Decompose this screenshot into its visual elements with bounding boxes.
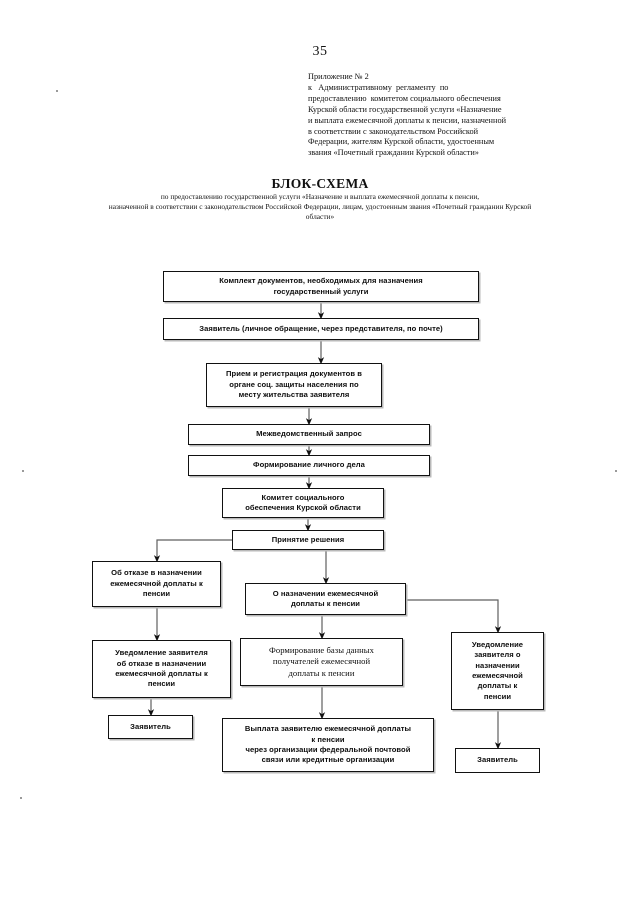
flow-node-refusal[interactable]: Об отказе в назначении ежемесячной допла… xyxy=(92,561,221,607)
flow-node-applicant-right-terminal[interactable]: Заявитель xyxy=(455,748,540,773)
document-title: БЛОК-СХЕМА xyxy=(271,176,369,191)
scan-speck xyxy=(20,797,22,799)
flow-node-applicant-right-terminal-label: Заявитель xyxy=(477,755,518,765)
appendix-line-6: в соответствии с законодательством Росси… xyxy=(308,126,479,136)
flow-node-intake-label: Прием и регистрация документов в органе … xyxy=(226,369,362,400)
flow-node-applicant-left-terminal[interactable]: Заявитель xyxy=(108,715,193,739)
flow-node-notify-refusal[interactable]: Уведомление заявителя об отказе в назнач… xyxy=(92,640,231,698)
appendix-reference-block: Приложение № 2 к Административному регла… xyxy=(308,72,608,159)
flow-node-personal-file[interactable]: Формирование личного дела xyxy=(188,455,430,476)
flow-node-docset-label: Комплект документов, необходимых для наз… xyxy=(219,276,423,296)
flow-node-database[interactable]: Формирование базы данных получателей еже… xyxy=(240,638,403,686)
appendix-line-2: к Административному регламенту по xyxy=(308,82,449,92)
flow-node-notify-grant-label: Уведомление заявителя о назначении ежеме… xyxy=(471,639,524,701)
flow-node-docset[interactable]: Комплект документов, необходимых для наз… xyxy=(163,271,479,302)
appendix-line-3: предоставлению комитетом социального обе… xyxy=(308,93,501,103)
appendix-line-8: звания «Почетный гражданин Курской облас… xyxy=(308,148,479,158)
flow-node-database-label: Формирование базы данных получателей еже… xyxy=(269,644,374,678)
flow-node-applicant-label: Заявитель (личное обращение, через предс… xyxy=(199,323,443,333)
subtitle-line-2: назначенной в соответствии с законодател… xyxy=(108,202,532,211)
flow-node-personal-file-label: Формирование личного дела xyxy=(253,460,365,470)
flow-node-decision[interactable]: Принятие решения xyxy=(232,530,384,550)
flow-node-interdepartmental-request[interactable]: Межведомственный запрос xyxy=(188,424,430,445)
flow-node-applicant-left-terminal-label: Заявитель xyxy=(130,721,171,731)
appendix-line-5: и выплата ежемесячной доплаты к пенсии, … xyxy=(308,115,507,125)
flow-node-payment[interactable]: Выплата заявителю ежемесячной доплаты к … xyxy=(222,718,434,772)
appendix-line-1: Приложение № 2 xyxy=(308,72,369,81)
flow-node-committee[interactable]: Комитет социального обеспечения Курской … xyxy=(222,488,384,518)
page-number: 35 xyxy=(312,44,328,59)
flow-node-decision-label: Принятие решения xyxy=(271,534,345,544)
flow-node-intake[interactable]: Прием и регистрация документов в органе … xyxy=(206,363,382,407)
flow-node-payment-label: Выплата заявителю ежемесячной доплаты к … xyxy=(244,724,412,765)
appendix-line-7: Федерации, жителям Курской области, удос… xyxy=(308,137,495,147)
scan-speck xyxy=(615,470,617,472)
flow-node-notify-refusal-label: Уведомление заявителя об отказе в назнач… xyxy=(115,648,208,689)
flow-node-applicant[interactable]: Заявитель (личное обращение, через предс… xyxy=(163,318,479,340)
scan-speck xyxy=(22,470,24,472)
flow-node-interdepartmental-request-label: Межведомственный запрос xyxy=(256,429,362,439)
flow-node-grant-label: О назначении ежемесячной доплаты к пенси… xyxy=(272,588,379,608)
flow-node-notify-grant[interactable]: Уведомление заявителя о назначении ежеме… xyxy=(451,632,544,710)
scan-speck xyxy=(56,90,58,92)
subtitle-line-3: области» xyxy=(305,212,335,221)
flow-node-refusal-label: Об отказе в назначении ежемесячной допла… xyxy=(110,568,203,599)
appendix-line-4: Курской области государственной услуги «… xyxy=(308,104,502,114)
flow-node-committee-label: Комитет социального обеспечения Курской … xyxy=(245,492,361,512)
document-subtitle: по предоставлению государственной услуги… xyxy=(60,192,580,222)
flow-node-grant[interactable]: О назначении ежемесячной доплаты к пенси… xyxy=(245,583,406,615)
subtitle-line-1: по предоставлению государственной услуги… xyxy=(160,192,480,201)
